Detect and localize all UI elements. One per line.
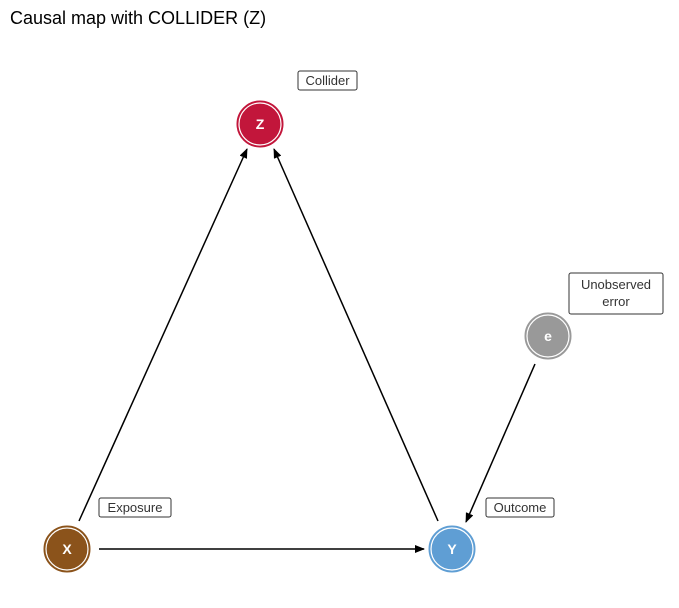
edge-x-to-z	[78, 148, 248, 522]
label-collider-text: Collider	[305, 73, 350, 88]
label-exposure-text: Exposure	[108, 500, 163, 515]
label-exposure: Exposure	[98, 497, 172, 518]
label-unobserved-error: Unobserved error	[568, 272, 664, 315]
label-collider: Collider	[297, 70, 358, 91]
node-x-ring	[45, 527, 89, 571]
node-e-letter: e	[544, 328, 552, 344]
diagram-title: Causal map with COLLIDER (Z)	[10, 8, 267, 28]
node-e-ring	[526, 314, 570, 358]
label-outcome: Outcome	[485, 497, 555, 518]
node-z: Z	[236, 100, 284, 148]
label-collider-box	[297, 70, 358, 91]
node-e: e	[524, 312, 572, 360]
node-x: X	[43, 525, 91, 573]
node-z-letter: Z	[256, 116, 265, 132]
label-exposure-box	[98, 497, 172, 518]
node-x-letter: X	[62, 541, 72, 557]
node-x-circle	[43, 525, 91, 573]
edge-y-to-z	[273, 148, 439, 522]
node-z-ring	[238, 102, 282, 146]
label-unobserved-error-line1: Unobserved	[581, 277, 651, 292]
node-z-circle	[236, 100, 284, 148]
edge-e-to-y	[465, 363, 536, 523]
label-unobserved-error-box	[568, 272, 664, 315]
label-outcome-box	[485, 497, 555, 518]
node-y-circle	[428, 525, 476, 573]
node-y: Y	[428, 525, 476, 573]
label-unobserved-error-line2: error	[602, 294, 630, 309]
node-e-circle	[524, 312, 572, 360]
node-y-ring	[430, 527, 474, 571]
label-outcome-text: Outcome	[494, 500, 547, 515]
node-y-letter: Y	[447, 541, 457, 557]
